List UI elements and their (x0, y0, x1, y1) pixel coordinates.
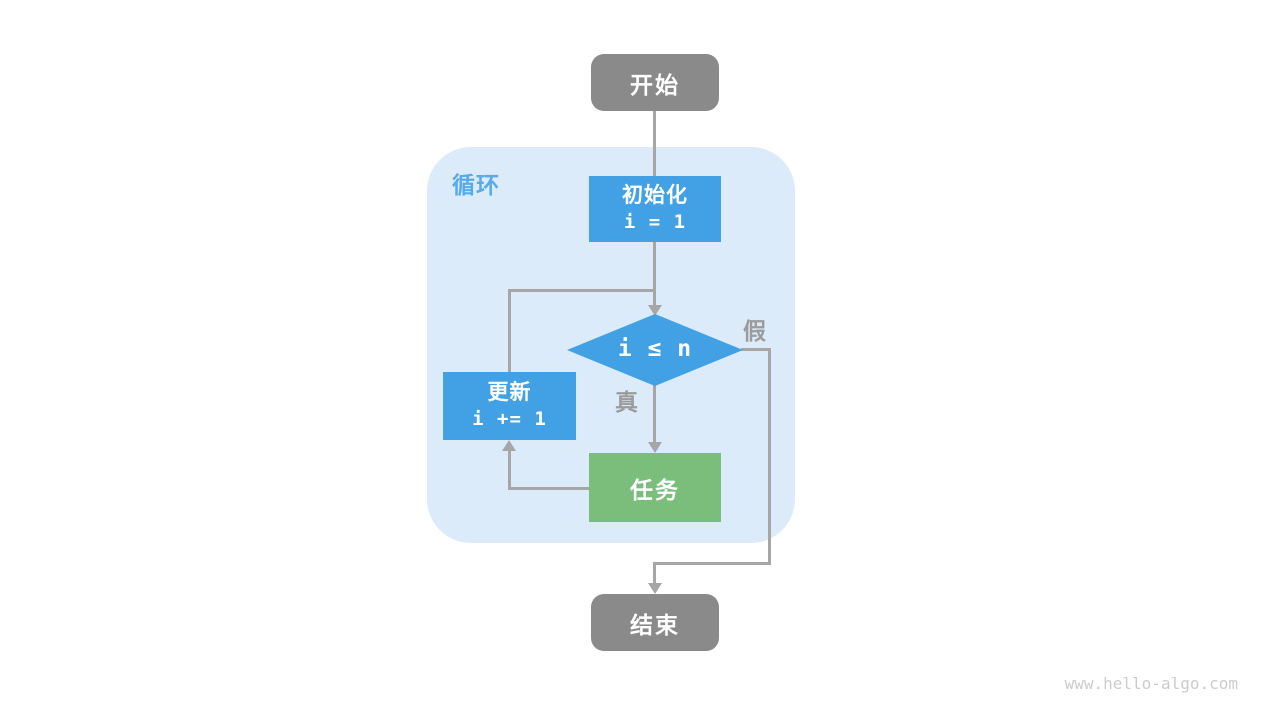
edge-false-into-end (653, 562, 656, 585)
node-update-title: 更新 (487, 381, 532, 404)
edge-label-true: 真 (615, 389, 638, 415)
node-start: 开始 (591, 54, 719, 111)
arrowhead-into-end (648, 583, 662, 594)
edge-init-condition (653, 242, 656, 306)
node-end: 结束 (591, 594, 719, 651)
edge-update-loopback-horizontal (508, 289, 655, 292)
edge-false-vertical (768, 348, 771, 565)
edge-start-init (653, 111, 656, 177)
node-condition-code: i ≤ n (617, 336, 693, 363)
node-task: 任务 (589, 453, 721, 522)
edge-condition-task (653, 384, 656, 443)
edge-false-horizontal-bottom (653, 562, 771, 565)
node-update-code: i += 1 (472, 408, 547, 431)
arrowhead-into-task (648, 442, 662, 453)
node-init: 初始化 i = 1 (589, 176, 721, 242)
edge-task-update-horizontal (509, 487, 590, 490)
watermark: www.hello-algo.com (1064, 674, 1238, 693)
node-task-label: 任务 (630, 476, 680, 503)
node-init-title: 初始化 (622, 184, 688, 207)
edge-task-update-vertical (508, 450, 511, 490)
node-end-label: 结束 (630, 611, 680, 638)
loop-label: 循环 (452, 172, 500, 198)
edge-update-loopback-vertical (508, 289, 511, 373)
node-init-code: i = 1 (623, 211, 687, 234)
edge-label-false: 假 (743, 318, 766, 344)
arrowhead-into-condition (648, 305, 662, 316)
node-start-label: 开始 (630, 71, 680, 98)
edge-false-horizontal-top (741, 348, 771, 351)
node-update: 更新 i += 1 (443, 372, 576, 440)
arrowhead-into-update (502, 440, 516, 451)
